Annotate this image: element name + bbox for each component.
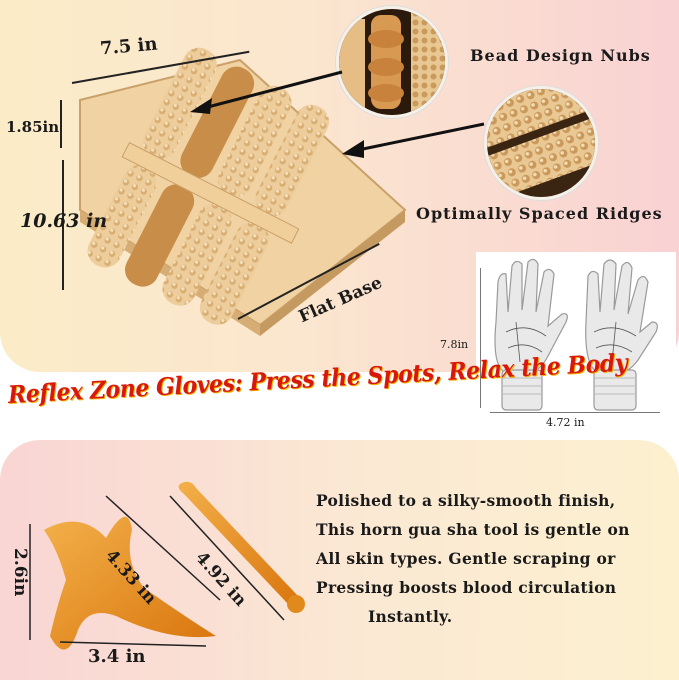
reflexology-gloves-image xyxy=(476,252,676,420)
gloves-height-line xyxy=(480,268,481,408)
description-line: Polished to a silky-smooth finish, xyxy=(316,491,616,510)
wooden-foot-roller-image xyxy=(79,47,407,336)
length-dimension-line xyxy=(62,160,64,290)
description-line: Instantly. xyxy=(368,607,453,626)
massager-height-label: 1.85in xyxy=(6,118,60,136)
description-line: Pressing boosts blood circulation xyxy=(316,578,617,597)
spaced-ridges-label: Optimally Spaced Ridges xyxy=(416,204,663,223)
gloves-height-label: 7.8in xyxy=(440,338,469,351)
bead-nubs-zoom-image xyxy=(336,6,448,118)
gloves-width-label: 4.72 in xyxy=(546,416,585,429)
gua-sha-description: Polished to a silky-smooth finish, This … xyxy=(316,486,676,631)
arrow-icon xyxy=(190,70,343,114)
gloves-width-line xyxy=(490,412,660,413)
spaced-ridges-zoom-image xyxy=(484,86,598,200)
description-line: All skin types. Gentle scraping or xyxy=(316,549,616,568)
gua-sha-width-label: 3.4 in xyxy=(88,646,146,667)
gua-sha-height-label: 2.6in xyxy=(10,548,30,597)
arrow-icon xyxy=(342,122,485,158)
massager-length-label: 10.63 in xyxy=(20,210,108,232)
horn-gua-sha-image xyxy=(29,481,305,650)
height-dimension-line xyxy=(60,100,62,148)
bead-nubs-label: Bead Design Nubs xyxy=(470,46,651,65)
description-line: This horn gua sha tool is gentle on xyxy=(316,520,630,539)
